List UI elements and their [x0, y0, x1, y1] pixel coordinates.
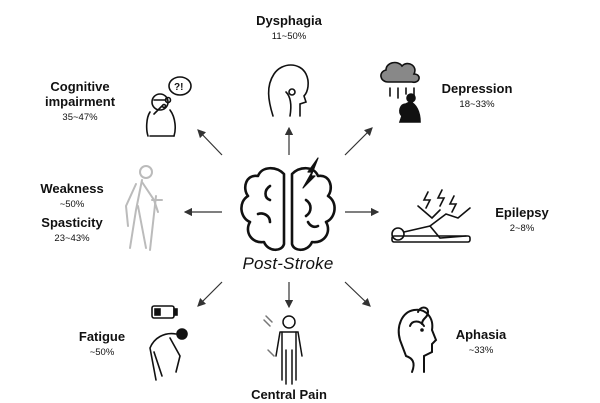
cognitive-percent: 35~47%: [62, 111, 98, 123]
confused-person-icon: [145, 76, 192, 137]
label-epilepsy: Epilepsy 2~8%: [474, 205, 570, 235]
label-weakness: Weakness ~50%: [28, 181, 116, 211]
aphasia-title: Aphasia: [455, 327, 507, 342]
arrow-to-fatigue: [197, 281, 223, 307]
spasticity-percent: 23~43%: [54, 232, 90, 244]
label-central-pain: Central Pain: [229, 387, 349, 403]
label-dysphagia: Dysphagia 11~50%: [229, 13, 349, 43]
epilepsy-percent: 2~8%: [509, 222, 535, 234]
label-depression: Depression 18~33%: [422, 81, 532, 111]
aphasia-percent: ~33%: [468, 344, 494, 356]
crutch-person-icon: [124, 165, 163, 251]
central-pain-title: Central Pain: [251, 387, 327, 402]
dysphagia-percent: 11~50%: [271, 30, 307, 42]
arrow-to-aphasia: [344, 281, 371, 307]
speaking-head-question-icon: [397, 306, 438, 373]
center-label: Post-Stroke: [242, 254, 334, 273]
weakness-title: Weakness: [40, 181, 104, 196]
depression-percent: 18~33%: [459, 98, 495, 110]
fatigue-title: Fatigue: [78, 329, 126, 344]
low-battery-person-icon: [149, 305, 188, 381]
label-cognitive: Cognitive impairment 35~47%: [30, 79, 130, 124]
seizure-person-icon: [391, 189, 471, 243]
brain-lightning-icon: [240, 157, 336, 252]
spasticity-title: Spasticity: [41, 215, 103, 230]
fatigue-percent: ~50%: [89, 346, 115, 358]
label-spasticity: Spasticity 23~43%: [28, 215, 116, 245]
throat-profile-icon: [267, 64, 309, 117]
depression-title: Depression: [441, 81, 513, 96]
epilepsy-title: Epilepsy: [495, 205, 549, 220]
question-marks: ?!: [174, 82, 183, 93]
label-fatigue: Fatigue ~50%: [62, 329, 142, 359]
body-pain-icon: [263, 315, 303, 385]
weakness-percent: ~50%: [59, 198, 85, 210]
cognitive-title: Cognitive impairment: [44, 79, 116, 109]
dysphagia-title: Dysphagia: [256, 13, 322, 28]
label-aphasia: Aphasia ~33%: [436, 327, 526, 357]
arrow-to-cognitive: [197, 129, 223, 156]
arrow-to-depression: [344, 127, 373, 156]
rain-cloud-person-icon: [380, 61, 421, 123]
